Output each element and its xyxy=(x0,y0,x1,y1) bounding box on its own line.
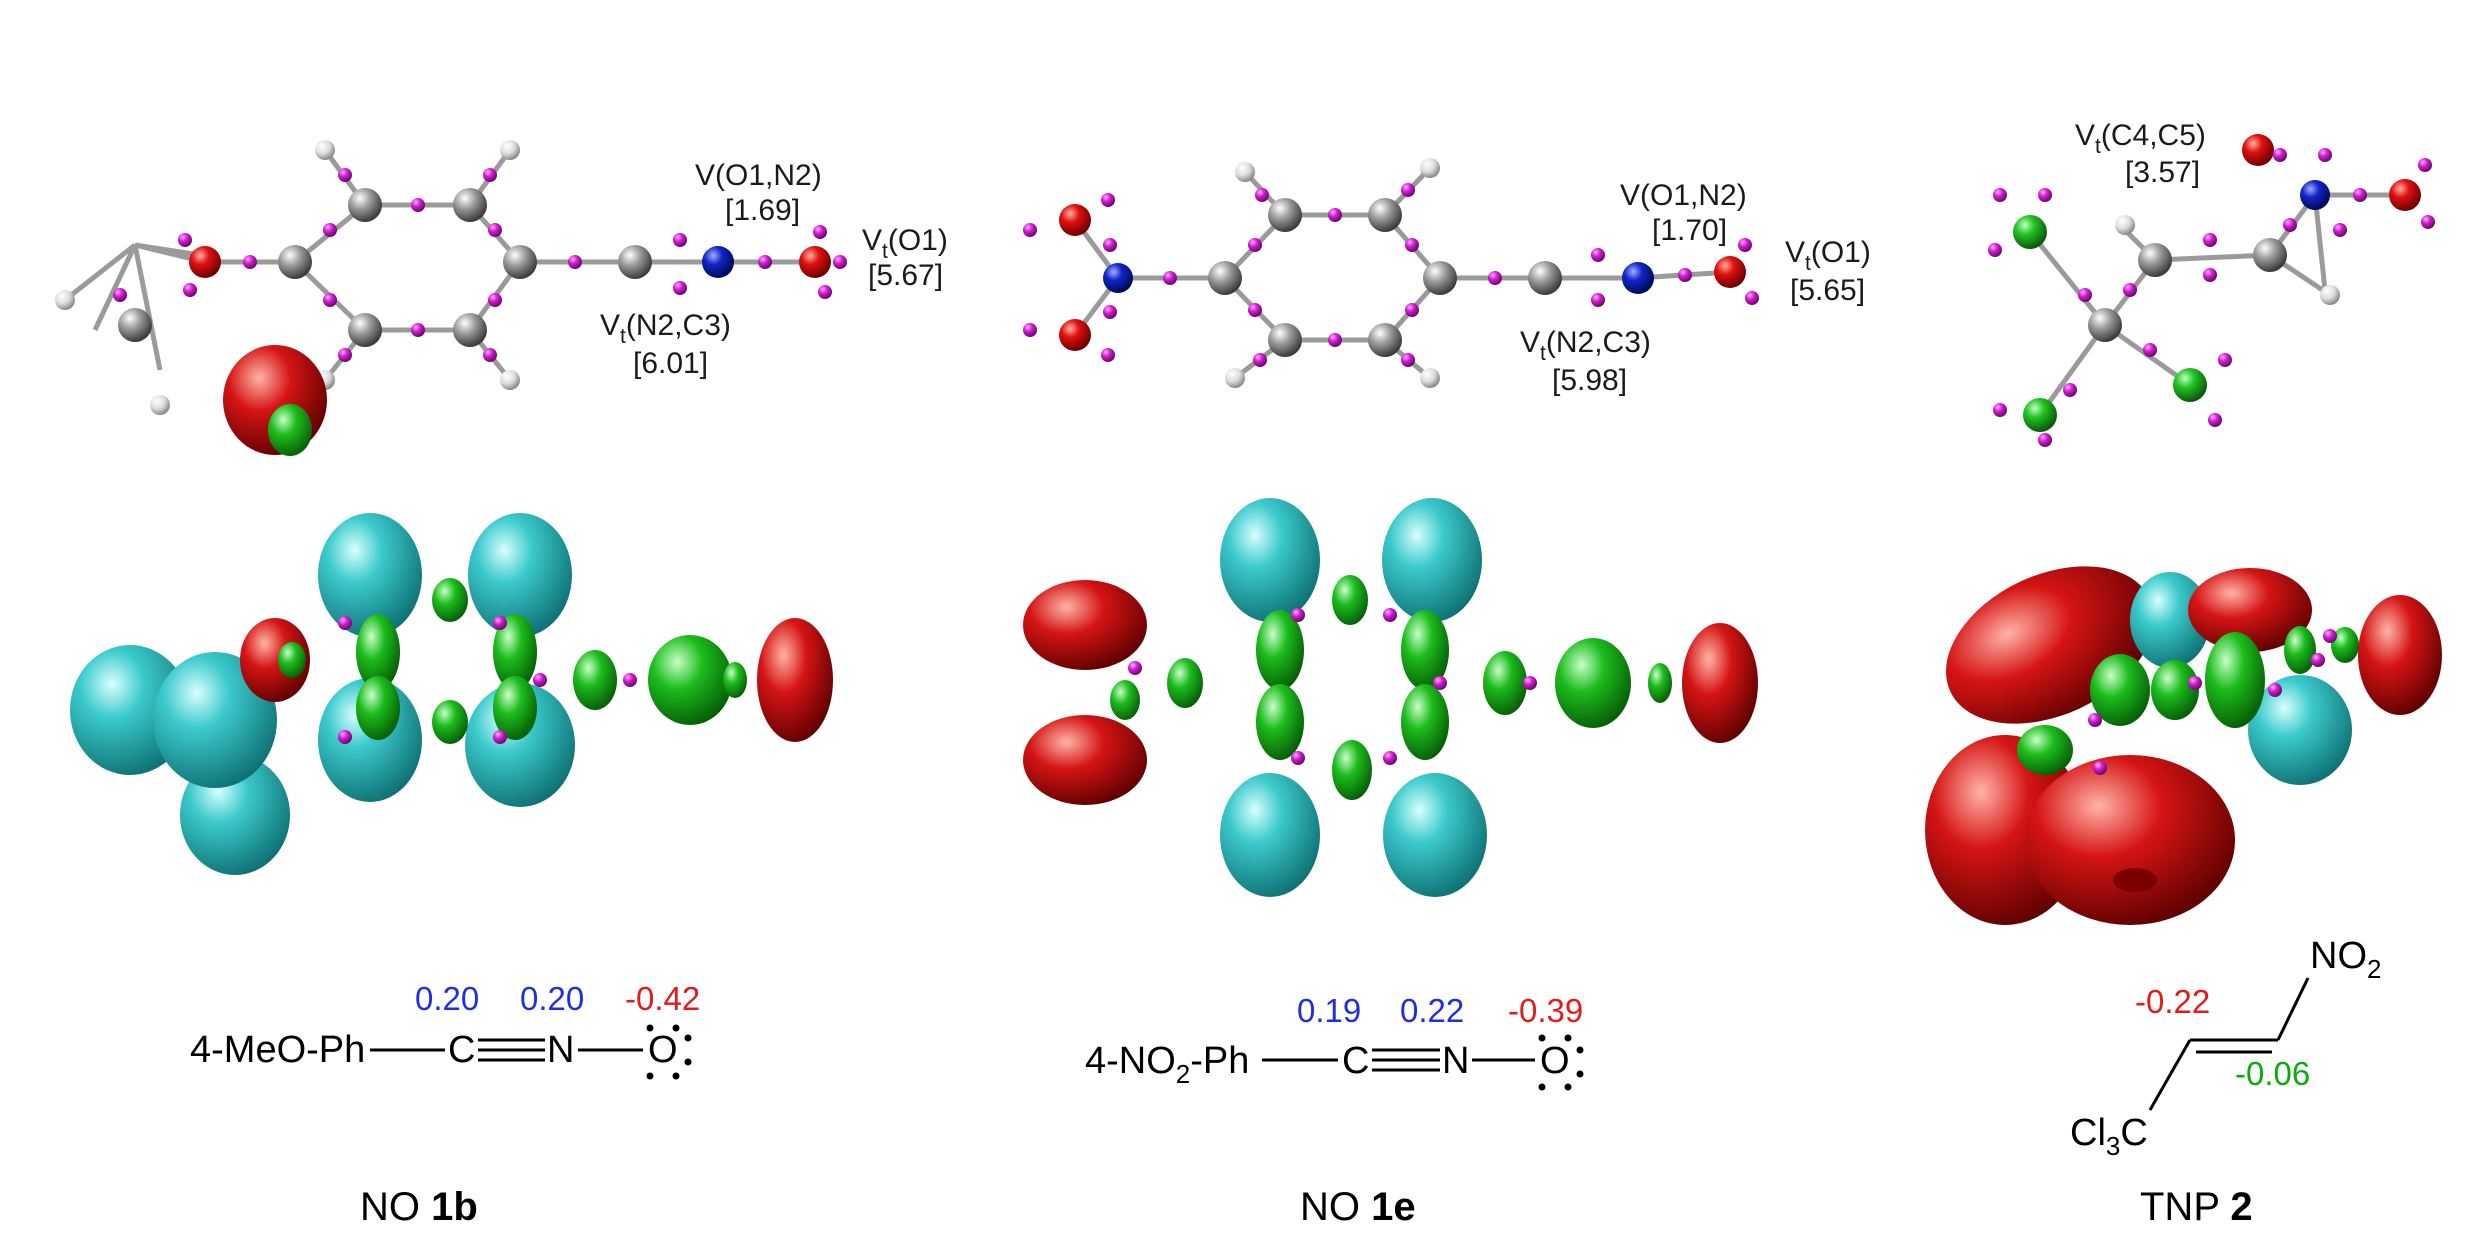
atom-n-1e: N xyxy=(1442,1040,1469,1082)
charge-n-1e: 0.22 xyxy=(1400,992,1464,1029)
charge-o-1e: -0.39 xyxy=(1508,992,1583,1029)
basin-vt-n2-c3-label: Vt(N2,C3) xyxy=(600,309,731,348)
atom-c-1e: C xyxy=(1342,1040,1369,1082)
basin-labels-1b: V(O1,N2) [1.69] Vt(O1) [5.67] Vt(N2,C3) … xyxy=(600,159,948,380)
isosurface-1b xyxy=(70,345,833,875)
basin-v-o1-n2-label: V(O1,N2) xyxy=(695,159,822,192)
basin-v-o1-n2-value: [1.70] xyxy=(1652,214,1727,247)
trichloromethyl-label: Cl3C xyxy=(2070,1112,2148,1161)
molecule-1b-elf-model xyxy=(55,140,847,415)
structure-1b: 0.20 0.20 -0.42 4-MeO-Ph C N O NO 1b xyxy=(190,980,700,1229)
substituent-label-1b: 4-MeO-Ph xyxy=(190,1029,365,1071)
basin-vt-n2-c3-value: [6.01] xyxy=(633,347,708,380)
isosurface-2 xyxy=(1925,566,2442,925)
atom-o-1b: O xyxy=(648,1029,678,1071)
charge-n-1b: 0.20 xyxy=(520,980,584,1017)
charge-c5-2: -0.06 xyxy=(2235,1055,2310,1092)
panel-2: Vt(C4,C5) [3.57] NO2 Cl3C xyxy=(1925,119,2442,1229)
charge-c-1e: 0.19 xyxy=(1297,992,1361,1029)
atom-o-1e: O xyxy=(1540,1040,1570,1082)
panel-1e: V(O1,N2) [1.70] Vt(O1) [5.65] Vt(N2,C3) … xyxy=(1023,158,1871,1229)
charge-o-1b: -0.42 xyxy=(625,980,700,1017)
molecule-1e-elf-model xyxy=(1023,158,1759,388)
basin-vt-n2-c3-label: Vt(N2,C3) xyxy=(1520,326,1651,365)
basin-vt-o1-label: Vt(O1) xyxy=(862,224,948,263)
basin-labels-1e: V(O1,N2) [1.70] Vt(O1) [5.65] Vt(N2,C3) … xyxy=(1520,179,1871,397)
substituent-label-1e: 4-NO2-Ph xyxy=(1085,1040,1249,1089)
atom-n-1b: N xyxy=(547,1029,574,1071)
compound-name-2: TNP 2 xyxy=(2140,1185,2253,1229)
atom-c-1b: C xyxy=(448,1029,475,1071)
basin-vt-c4-c5-value: [3.57] xyxy=(2125,156,2200,189)
compound-name-1e: NO 1e xyxy=(1300,1185,1416,1229)
molecule-2-elf-model xyxy=(1988,134,2435,447)
basin-vt-o1-value: [5.67] xyxy=(868,259,943,292)
basin-v-o1-n2-label: V(O1,N2) xyxy=(1620,179,1747,212)
basin-vt-o1-value: [5.65] xyxy=(1790,274,1865,307)
basin-labels-2: Vt(C4,C5) [3.57] xyxy=(2075,119,2206,189)
basin-vt-o1-label: Vt(O1) xyxy=(1785,236,1871,275)
basin-v-o1-n2-value: [1.69] xyxy=(725,194,800,227)
structure-1e: 0.19 0.22 -0.39 4-NO2-Ph C N O NO 1e xyxy=(1085,992,1584,1229)
charge-c4-2: -0.22 xyxy=(2135,983,2210,1020)
basin-vt-c4-c5-label: Vt(C4,C5) xyxy=(2075,119,2206,158)
basin-vt-n2-c3-value: [5.98] xyxy=(1552,364,1627,397)
charge-c-1b: 0.20 xyxy=(415,980,479,1017)
panel-1b: V(O1,N2) [1.69] Vt(O1) [5.67] Vt(N2,C3) … xyxy=(55,140,948,1229)
nitro-group-label: NO2 xyxy=(2310,935,2381,984)
structure-2: NO2 Cl3C -0.22 -0.06 TNP 2 xyxy=(2070,935,2381,1229)
isosurface-1e xyxy=(1023,498,1758,897)
compound-name-1b: NO 1b xyxy=(360,1185,478,1229)
